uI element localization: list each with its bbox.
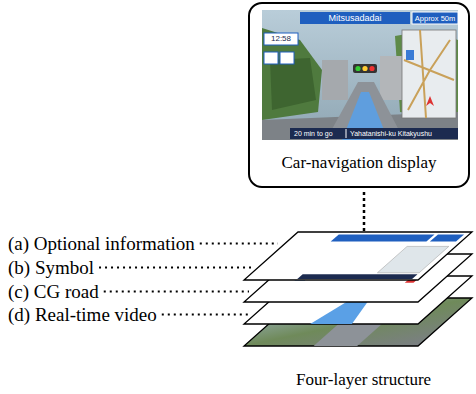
leader-line [162,314,248,316]
leader-line [200,243,278,245]
screen-text: 20 min to go [294,130,333,137]
layer-label: (a) Optional information [8,234,195,253]
screen-text: 12:58 [271,35,291,43]
layer-optional-information [244,232,472,280]
structure-caption: Four-layer structure [296,371,431,388]
screen-text: Approx 50m [415,15,455,23]
layer-label: (b) Symbol [8,258,94,277]
box-caption: Car-navigation display [282,154,437,171]
layer-label: (d) Real-time video [8,305,157,324]
layer-label: (c) CG road [8,282,99,301]
screen-text: Yahatanishi-ku Kitakyushu [350,130,432,137]
nav-screenshot [262,10,458,140]
screen-text: Mitsusadadai [328,14,381,23]
leader-line [99,267,251,269]
leader-line [104,291,249,293]
display-box: Car-navigation display [248,2,470,188]
